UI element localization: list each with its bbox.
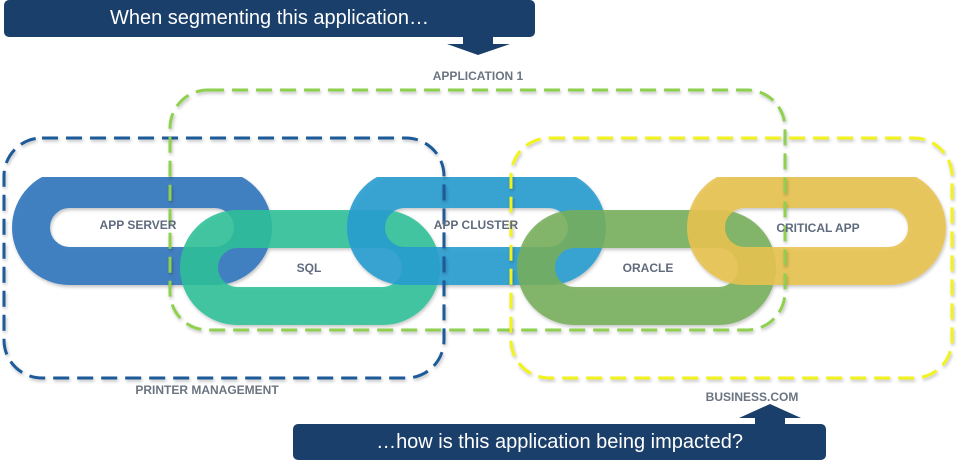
label-sql: SQL — [297, 261, 322, 275]
label-critical-app: CRITICAL APP — [776, 221, 859, 235]
label-oracle: ORACLE — [623, 261, 674, 275]
bottom-banner: …how is this application being impacted? — [293, 424, 826, 460]
up-arrow-icon — [739, 404, 801, 425]
zone-label-application-1: APPLICATION 1 — [433, 69, 524, 83]
zone-printer-management[interactable] — [2, 136, 446, 380]
chain-link-critical-app[interactable] — [687, 170, 946, 285]
zone-application-1[interactable] — [168, 88, 787, 332]
label-app-server: APP SERVER — [100, 218, 177, 232]
zone-label-printer-management: PRINTER MANAGEMENT — [135, 383, 279, 397]
zone-label-business-com: BUSINESS.COM — [706, 390, 799, 404]
top-banner: When segmenting this application… — [4, 0, 535, 37]
label-app-cluster: APP CLUSTER — [434, 218, 519, 232]
down-arrow-icon — [447, 36, 510, 55]
zone-business-com[interactable] — [509, 136, 954, 380]
